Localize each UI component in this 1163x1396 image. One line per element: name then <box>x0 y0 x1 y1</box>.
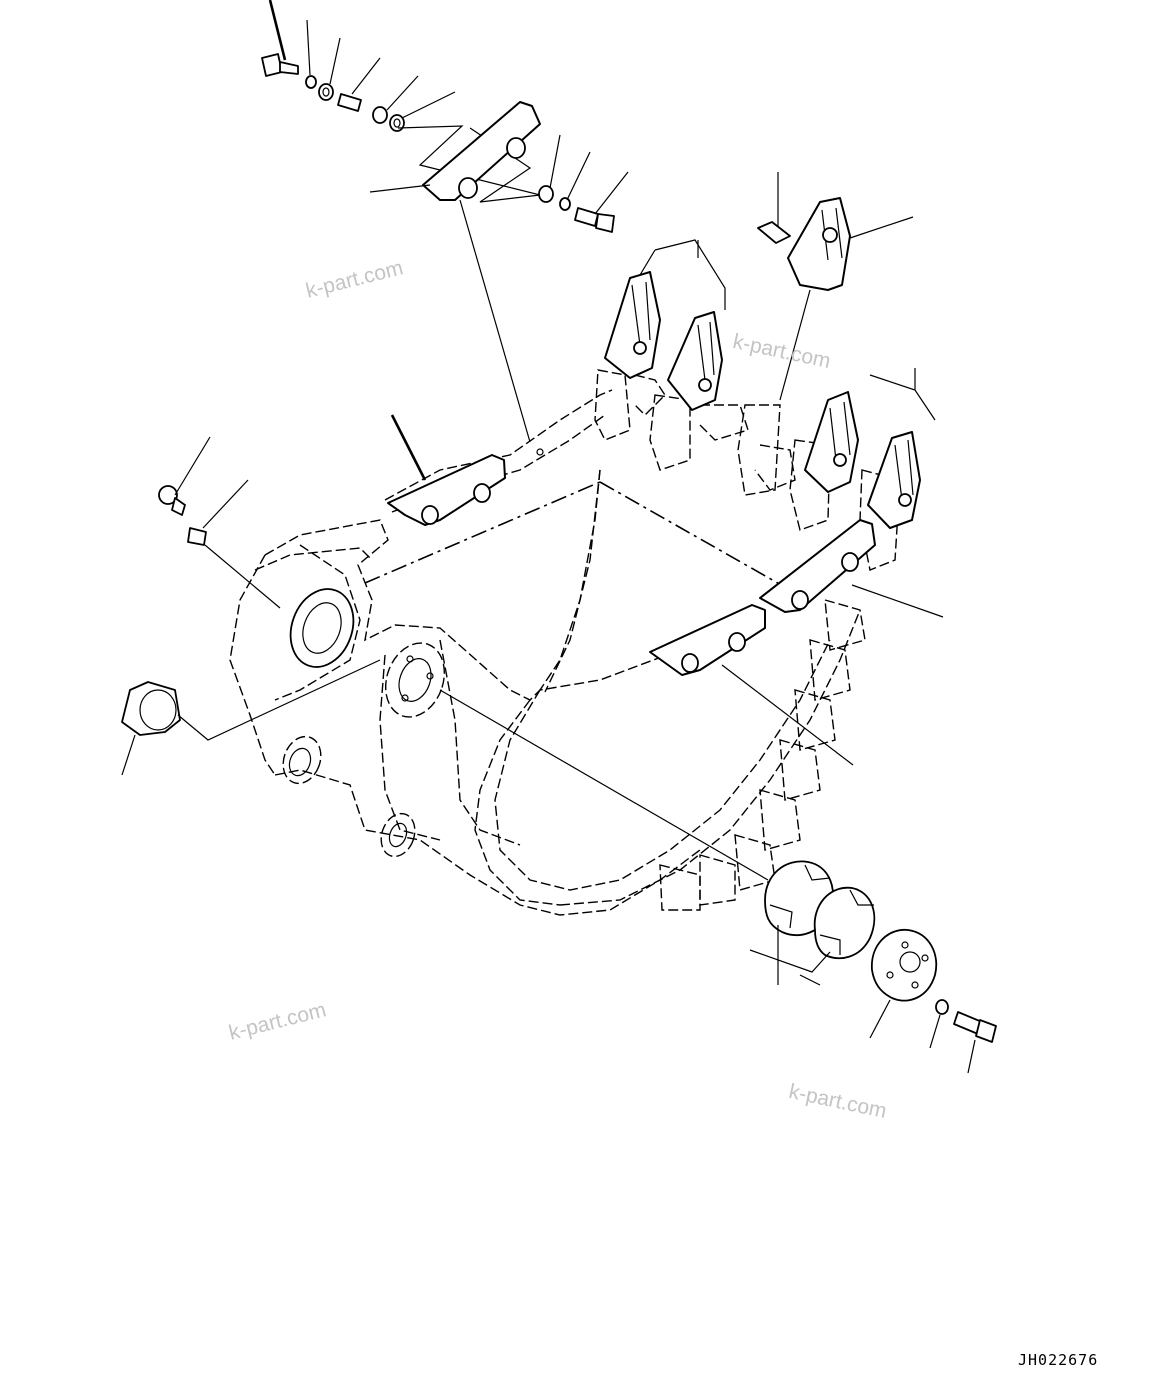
left-pin-assembly <box>121 436 381 776</box>
top-hardware <box>261 0 456 132</box>
tooth-pin-icon <box>757 221 791 244</box>
spare-tooth <box>757 172 914 401</box>
drawing-code: JH022676 <box>1018 1351 1099 1369</box>
side-cutter-middle <box>387 414 506 526</box>
bolt-shank-icon <box>279 61 299 75</box>
shim-icon <box>389 114 405 132</box>
lock-washer-icon <box>305 75 317 89</box>
bushing-icon <box>337 93 362 112</box>
flange-icon <box>871 929 938 1002</box>
teeth-group-right <box>804 368 936 529</box>
plug-icon <box>187 527 207 546</box>
bolt-head-icon <box>595 213 615 233</box>
shim-icon <box>372 106 388 124</box>
bolt-head-icon <box>261 53 283 77</box>
washer-icon <box>538 185 554 203</box>
grease-nipple-icon <box>158 485 178 505</box>
bolt-head-icon <box>975 1019 997 1043</box>
teeth-group-left <box>604 239 726 411</box>
bolt-shank-icon <box>574 207 599 227</box>
side-cutter-top <box>369 101 629 443</box>
dust-seal-icon <box>121 681 181 736</box>
shim-plates <box>439 689 997 1074</box>
bucket-body <box>229 369 901 916</box>
shim-plate-icon <box>813 886 876 960</box>
side-cutter-lower <box>649 519 944 766</box>
reference-lines <box>364 481 791 591</box>
lock-washer-icon <box>559 197 571 211</box>
washer-icon <box>935 999 949 1015</box>
washer-icon <box>318 83 334 101</box>
